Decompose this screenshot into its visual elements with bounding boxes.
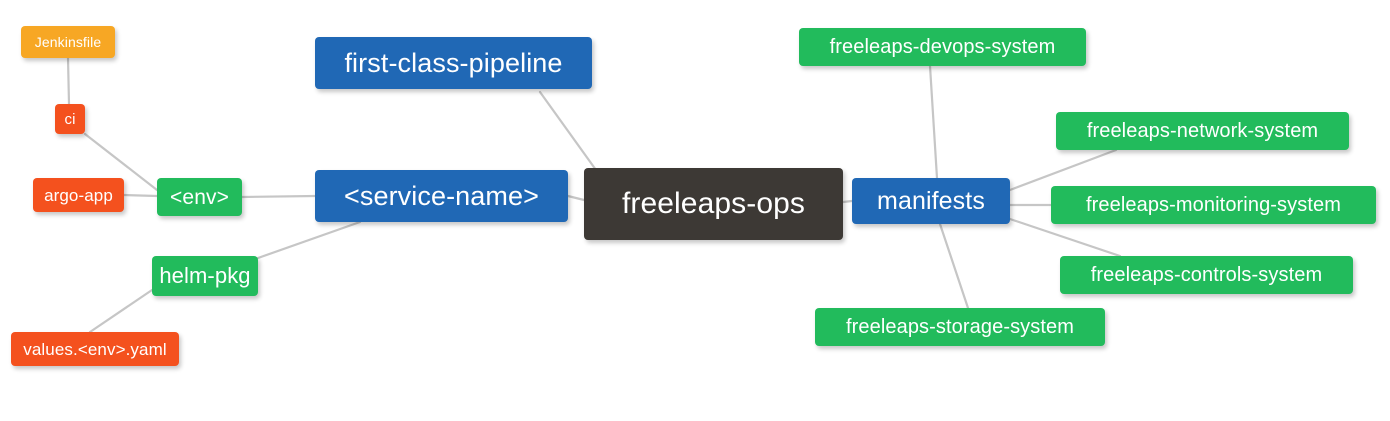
node-label-storage: freeleaps-storage-system (845, 316, 1075, 338)
node-label-jenkinsfile: Jenkinsfile (34, 34, 102, 50)
node-label-pipeline: first-class-pipeline (344, 47, 563, 78)
node-label-ci: ci (64, 110, 76, 128)
edge-manifests-to-devops (928, 64, 939, 180)
edge-env-to-argoapp (122, 193, 159, 198)
edge-manifests-to-storage (938, 222, 970, 310)
node-pipeline[interactable]: first-class-pipeline (315, 37, 592, 89)
node-manifests[interactable]: manifests (852, 178, 1010, 224)
edge-manifests-to-controls (1008, 217, 1122, 258)
node-label-argoapp: argo-app (44, 185, 113, 205)
node-env[interactable]: <env> (157, 178, 242, 216)
edge-root-to-service (566, 194, 586, 202)
edge-helmpkg-to-valuesyaml (88, 288, 154, 334)
node-service[interactable]: <service-name> (315, 170, 568, 222)
node-label-manifests: manifests (877, 186, 985, 215)
edge-service-to-helmpkg (256, 220, 362, 260)
edge-ci-to-jenkinsfile (66, 56, 71, 106)
node-label-controls: freeleaps-controls-system (1090, 264, 1323, 286)
node-label-env: <env> (170, 185, 229, 209)
node-devops[interactable]: freeleaps-devops-system (799, 28, 1086, 66)
node-storage[interactable]: freeleaps-storage-system (815, 308, 1105, 346)
node-label-valuesyaml: values.<env>.yaml (23, 339, 167, 359)
edge-service-to-env (240, 194, 317, 199)
edge-root-to-pipeline (538, 90, 598, 172)
node-controls[interactable]: freeleaps-controls-system (1060, 256, 1353, 294)
node-argoapp[interactable]: argo-app (33, 178, 124, 212)
node-valuesyaml[interactable]: values.<env>.yaml (11, 332, 179, 366)
node-helmpkg[interactable]: helm-pkg (152, 256, 258, 296)
node-jenkinsfile[interactable]: Jenkinsfile (21, 26, 115, 58)
node-monitoring[interactable]: freeleaps-monitoring-system (1051, 186, 1376, 224)
edge-root-to-manifests (841, 199, 854, 204)
node-label-network: freeleaps-network-system (1086, 120, 1319, 142)
node-label-root: freeleaps-ops (621, 187, 806, 220)
node-label-monitoring: freeleaps-monitoring-system (1085, 194, 1341, 216)
node-network[interactable]: freeleaps-network-system (1056, 112, 1349, 150)
node-label-helmpkg: helm-pkg (159, 263, 251, 288)
node-root[interactable]: freeleaps-ops (584, 168, 843, 240)
edge-manifests-to-network (1008, 148, 1118, 192)
node-label-service: <service-name> (344, 180, 539, 211)
node-label-devops: freeleaps-devops-system (829, 36, 1056, 58)
node-ci[interactable]: ci (55, 104, 85, 134)
